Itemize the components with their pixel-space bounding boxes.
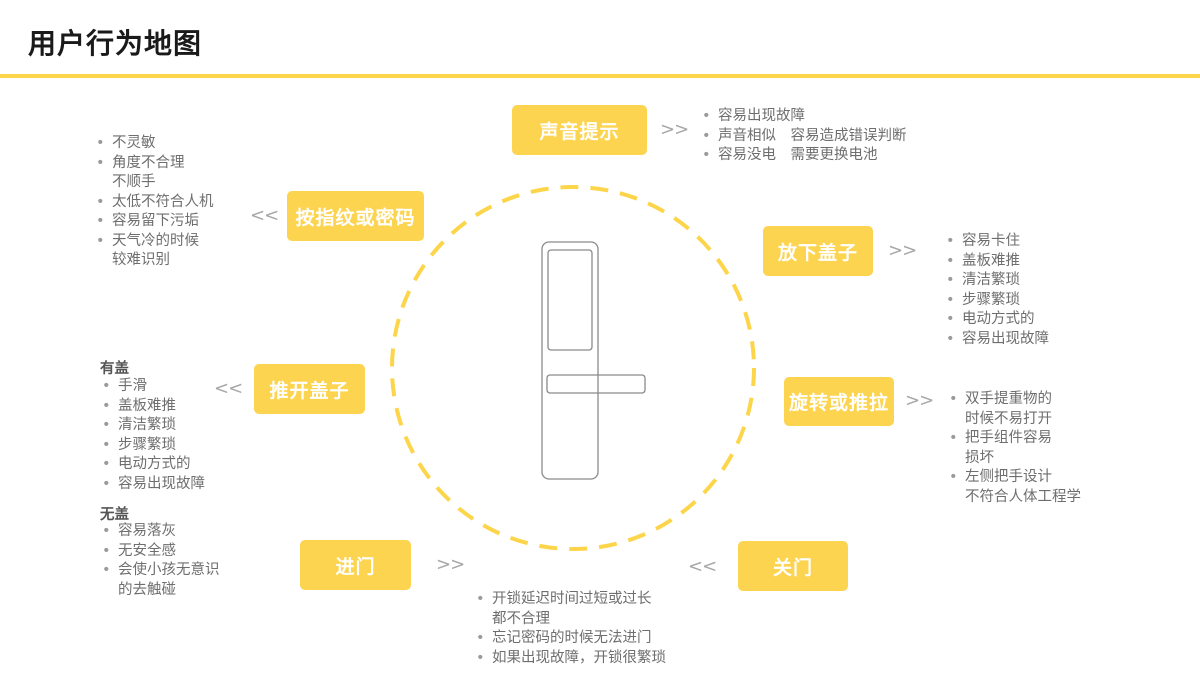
with-cover-heading: 有盖	[100, 361, 129, 377]
node-label: 推开盖子	[269, 379, 350, 402]
node-close-cover: 放下盖子	[763, 226, 873, 276]
list-item: 步骤繁琐	[100, 436, 205, 456]
list-item: 天气冷的时候	[94, 232, 214, 252]
chevron-right-icon: >>	[660, 119, 689, 140]
list-item: 容易落灰	[100, 522, 220, 542]
list-item: 太低不符合人机	[94, 193, 214, 213]
node-label: 按指纹或密码	[295, 206, 416, 229]
close-cover-issues-list: 容易卡住 盖板难推 清洁繁琐 步骤繁琐 电动方式的 容易出现故障	[944, 232, 1049, 349]
list-item: 都不合理	[492, 610, 550, 627]
node-push-cover: 推开盖子	[254, 364, 365, 414]
without-cover-issues-list: 容易落灰 无安全感 会使小孩无意识 的去触碰	[100, 522, 220, 600]
list-item: 容易出现故障	[944, 330, 1049, 350]
header-divider	[0, 74, 1200, 78]
node-sound-prompt: 声音提示	[512, 105, 647, 155]
chevron-right-icon: >>	[888, 240, 917, 261]
list-item: 电动方式的	[100, 455, 205, 475]
dashed-cycle-circle	[390, 185, 756, 551]
without-cover-heading: 无盖	[100, 507, 129, 523]
list-item: 时候不易打开	[965, 410, 1052, 427]
door-lock-icon	[541, 241, 646, 480]
list-item: 忘记密码的时候无法进门	[474, 629, 666, 649]
list-item: 把手组件容易	[947, 429, 1081, 449]
node-enter-door: 进门	[300, 540, 411, 590]
list-item: 无安全感	[100, 542, 220, 562]
node-close-door: 关门	[738, 541, 848, 591]
rotate-issues-list: 双手提重物的 时候不易打开 把手组件容易 损坏 左侧把手设计 不符合人体工程学	[947, 390, 1081, 507]
list-item: 声音相似 容易造成错误判断	[700, 127, 907, 147]
list-item: 角度不合理	[94, 154, 214, 174]
list-item: 容易出现故障	[100, 475, 205, 495]
list-item: 清洁繁琐	[944, 271, 1049, 291]
chevron-left-icon: <<	[214, 378, 243, 399]
node-label: 关门	[772, 556, 813, 579]
list-item: 不符合人体工程学	[965, 488, 1081, 505]
page-title: 用户行为地图	[28, 27, 203, 60]
node-rotate-or-push-pull: 旋转或推拉	[784, 377, 894, 426]
chevron-right-icon: >>	[436, 554, 465, 575]
list-item: 损坏	[965, 449, 994, 466]
chevron-left-icon: <<	[688, 556, 717, 577]
enter-issues-list: 开锁延迟时间过短或过长 都不合理 忘记密码的时候无法进门 如果出现故障，开锁很繁…	[474, 590, 666, 668]
chevron-left-icon: <<	[250, 205, 279, 226]
list-item: 容易出现故障	[700, 107, 907, 127]
node-label: 旋转或推拉	[788, 392, 889, 414]
list-item: 较难识别	[112, 252, 170, 268]
list-item: 会使小孩无意识	[100, 561, 220, 581]
with-cover-issues-list: 手滑 盖板难推 清洁繁琐 步骤繁琐 电动方式的 容易出现故障	[100, 377, 205, 494]
list-item: 电动方式的	[944, 310, 1049, 330]
list-item: 步骤繁琐	[944, 291, 1049, 311]
list-item: 盖板难推	[944, 252, 1049, 272]
node-label: 进门	[335, 555, 376, 578]
list-item: 清洁繁琐	[100, 416, 205, 436]
list-item: 的去触碰	[118, 581, 176, 598]
list-item: 双手提重物的	[947, 390, 1081, 410]
list-item: 不顺手	[112, 174, 156, 190]
list-item: 盖板难推	[100, 397, 205, 417]
node-label: 放下盖子	[777, 241, 858, 264]
node-fingerprint-or-password: 按指纹或密码	[287, 191, 424, 241]
list-item: 开锁延迟时间过短或过长	[474, 590, 666, 610]
list-item: 容易卡住	[944, 232, 1049, 252]
chevron-right-icon: >>	[905, 390, 934, 411]
list-item: 容易没电 需要更换电池	[700, 146, 907, 166]
list-item: 左侧把手设计	[947, 468, 1081, 488]
node-label: 声音提示	[539, 120, 620, 143]
list-item: 不灵敏	[94, 134, 214, 154]
list-item: 如果出现故障，开锁很繁琐	[474, 649, 666, 669]
fingerprint-issues-list: 不灵敏 角度不合理 不顺手 太低不符合人机 容易留下污垢 天气冷的时候 较难识别	[94, 134, 214, 271]
list-item: 容易留下污垢	[94, 212, 214, 232]
sound-issues-list: 容易出现故障 声音相似 容易造成错误判断 容易没电 需要更换电池	[700, 107, 907, 166]
list-item: 手滑	[100, 377, 205, 397]
